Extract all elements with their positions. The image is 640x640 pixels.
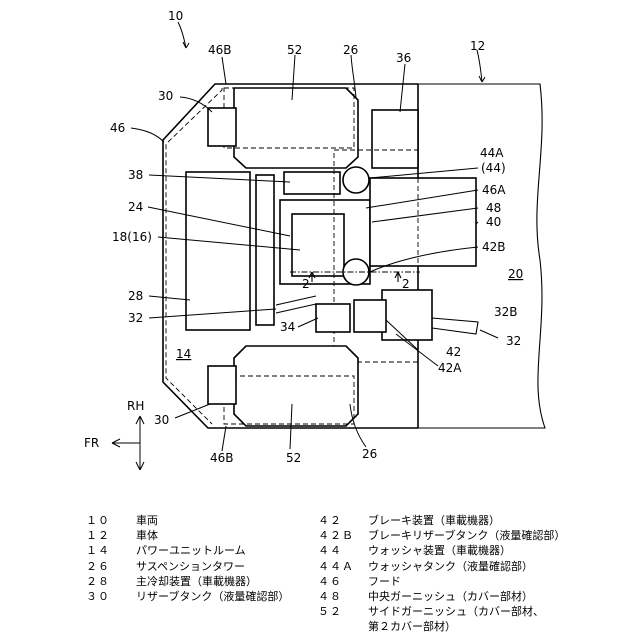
legend-description: 第２カバー部材） bbox=[368, 619, 456, 634]
side-garnish-bottom bbox=[234, 346, 358, 426]
label-24: 24 bbox=[128, 200, 143, 214]
legend-number: ４４ bbox=[318, 543, 368, 558]
legend-row: ４６フード bbox=[318, 574, 565, 589]
legend-number: ４８ bbox=[318, 589, 368, 604]
label-42A: 42A bbox=[438, 361, 462, 375]
label-26-bottom: 26 bbox=[362, 447, 377, 461]
legend-row: ４２ブレーキ装置（車載機器） bbox=[318, 513, 565, 528]
label-32-left: 32 bbox=[128, 311, 143, 325]
label-40: 40 bbox=[486, 215, 501, 229]
reserve-tank-bottom bbox=[208, 366, 236, 404]
label-10: 10 bbox=[168, 9, 183, 23]
legend-description: 中央ガーニッシュ（カバー部材） bbox=[368, 589, 533, 604]
component-42-side bbox=[354, 300, 386, 332]
label-46A: 46A bbox=[482, 183, 506, 197]
label-48: 48 bbox=[486, 201, 501, 215]
legend-number: ４２Ｂ bbox=[318, 528, 368, 543]
legend-number: ４２ bbox=[318, 513, 368, 528]
legend-description: フード bbox=[368, 574, 401, 589]
label-46B-bottom: 46B bbox=[210, 451, 234, 465]
label-30-top: 30 bbox=[158, 89, 173, 103]
label-52-bottom: 52 bbox=[286, 451, 301, 465]
label-12: 12 bbox=[470, 39, 485, 53]
legend-description: ブレーキリザーブタンク（液量確認部） bbox=[368, 528, 565, 543]
legend-number: １０ bbox=[86, 513, 136, 528]
legend-row: １０車両 bbox=[86, 513, 289, 528]
legend-row: ４８中央ガーニッシュ（カバー部材） bbox=[318, 589, 565, 604]
legend-number: １４ bbox=[86, 543, 136, 558]
label-34: 34 bbox=[280, 320, 295, 334]
legend-description: 車体 bbox=[136, 528, 158, 543]
legend-row: １４パワーユニットルーム bbox=[86, 543, 289, 558]
label-20: 20 bbox=[508, 267, 523, 281]
label-42: 42 bbox=[446, 345, 461, 359]
legend-number: ２８ bbox=[86, 574, 136, 589]
legend-description: 車両 bbox=[136, 513, 158, 528]
legend-row: ４２Ｂブレーキリザーブタンク（液量確認部） bbox=[318, 528, 565, 543]
component-40 bbox=[370, 178, 476, 266]
component-36 bbox=[372, 110, 418, 168]
legend-row: 第２カバー部材） bbox=[318, 619, 565, 634]
legend-number: ４４Ａ bbox=[318, 559, 368, 574]
direction-arrows bbox=[112, 416, 144, 470]
label-42B: 42B bbox=[482, 240, 506, 254]
component-34 bbox=[316, 304, 350, 332]
component-24 bbox=[256, 175, 274, 325]
legend-row: ５２サイドガーニッシュ（カバー部材、 bbox=[318, 604, 565, 619]
main-cooling-28 bbox=[186, 172, 250, 330]
legend-row: ４４Ａウォッシャタンク（液量確認部） bbox=[318, 559, 565, 574]
label-26-top: 26 bbox=[343, 43, 358, 57]
label-rh: RH bbox=[127, 399, 144, 413]
legend-left-column: １０車両１２車体１４パワーユニットルーム２６サスペンションタワー２８主冷却装置（… bbox=[86, 513, 289, 604]
label-2-right: 2 bbox=[402, 277, 410, 291]
label-46: 46 bbox=[110, 121, 125, 135]
legend-description: パワーユニットルーム bbox=[136, 543, 246, 558]
legend-number: １２ bbox=[86, 528, 136, 543]
label-38: 38 bbox=[128, 168, 143, 182]
washer-tank-44A bbox=[343, 167, 369, 193]
legend-description: ウォッシャ装置（車載機器） bbox=[368, 543, 511, 558]
label-44A: 44A bbox=[480, 146, 504, 160]
legend-row: ２６サスペンションタワー bbox=[86, 559, 289, 574]
side-garnish-top bbox=[234, 88, 358, 168]
label-2-left: 2 bbox=[302, 277, 310, 291]
legend-number: ４６ bbox=[318, 574, 368, 589]
label-44: (44) bbox=[481, 161, 506, 175]
label-18: 18(16) bbox=[112, 230, 152, 244]
label-52-top: 52 bbox=[287, 43, 302, 57]
legend-description: 主冷却装置（車載機器） bbox=[136, 574, 257, 589]
label-32-right: 32 bbox=[506, 334, 521, 348]
legend-description: ブレーキ装置（車載機器） bbox=[368, 513, 500, 528]
label-32B: 32B bbox=[494, 305, 518, 319]
label-fr: FR bbox=[84, 436, 99, 450]
reference-legend: １０車両１２車体１４パワーユニットルーム２６サスペンションタワー２８主冷却装置（… bbox=[0, 500, 640, 640]
label-36: 36 bbox=[396, 51, 411, 65]
legend-number: ３０ bbox=[86, 589, 136, 604]
legend-row: ３０リザーブタンク（液量確認部） bbox=[86, 589, 289, 604]
legend-number bbox=[318, 619, 368, 634]
legend-number: ５２ bbox=[318, 604, 368, 619]
legend-description: サスペンションタワー bbox=[136, 559, 245, 574]
label-14: 14 bbox=[176, 347, 191, 361]
component-18 bbox=[292, 214, 344, 276]
legend-row: １２車体 bbox=[86, 528, 289, 543]
legend-number: ２６ bbox=[86, 559, 136, 574]
legend-description: サイドガーニッシュ（カバー部材、 bbox=[368, 604, 544, 619]
legend-row: ２８主冷却装置（車載機器） bbox=[86, 574, 289, 589]
legend-description: リザーブタンク（液量確認部） bbox=[136, 589, 289, 604]
label-30-bottom: 30 bbox=[154, 413, 169, 427]
label-28: 28 bbox=[128, 289, 143, 303]
brake-unit-42 bbox=[382, 290, 432, 340]
reserve-tank-top bbox=[208, 108, 236, 146]
legend-row: ４４ウォッシャ装置（車載機器） bbox=[318, 543, 565, 558]
legend-description: ウォッシャタンク（液量確認部） bbox=[368, 559, 533, 574]
legend-right-column: ４２ブレーキ装置（車載機器）４２Ｂブレーキリザーブタンク（液量確認部）４４ウォッ… bbox=[318, 513, 565, 635]
patent-diagram: 10 12 46B 52 26 36 30 46 44A (44) 38 46A… bbox=[0, 0, 640, 470]
label-46B-top: 46B bbox=[208, 43, 232, 57]
component-38 bbox=[284, 172, 340, 194]
